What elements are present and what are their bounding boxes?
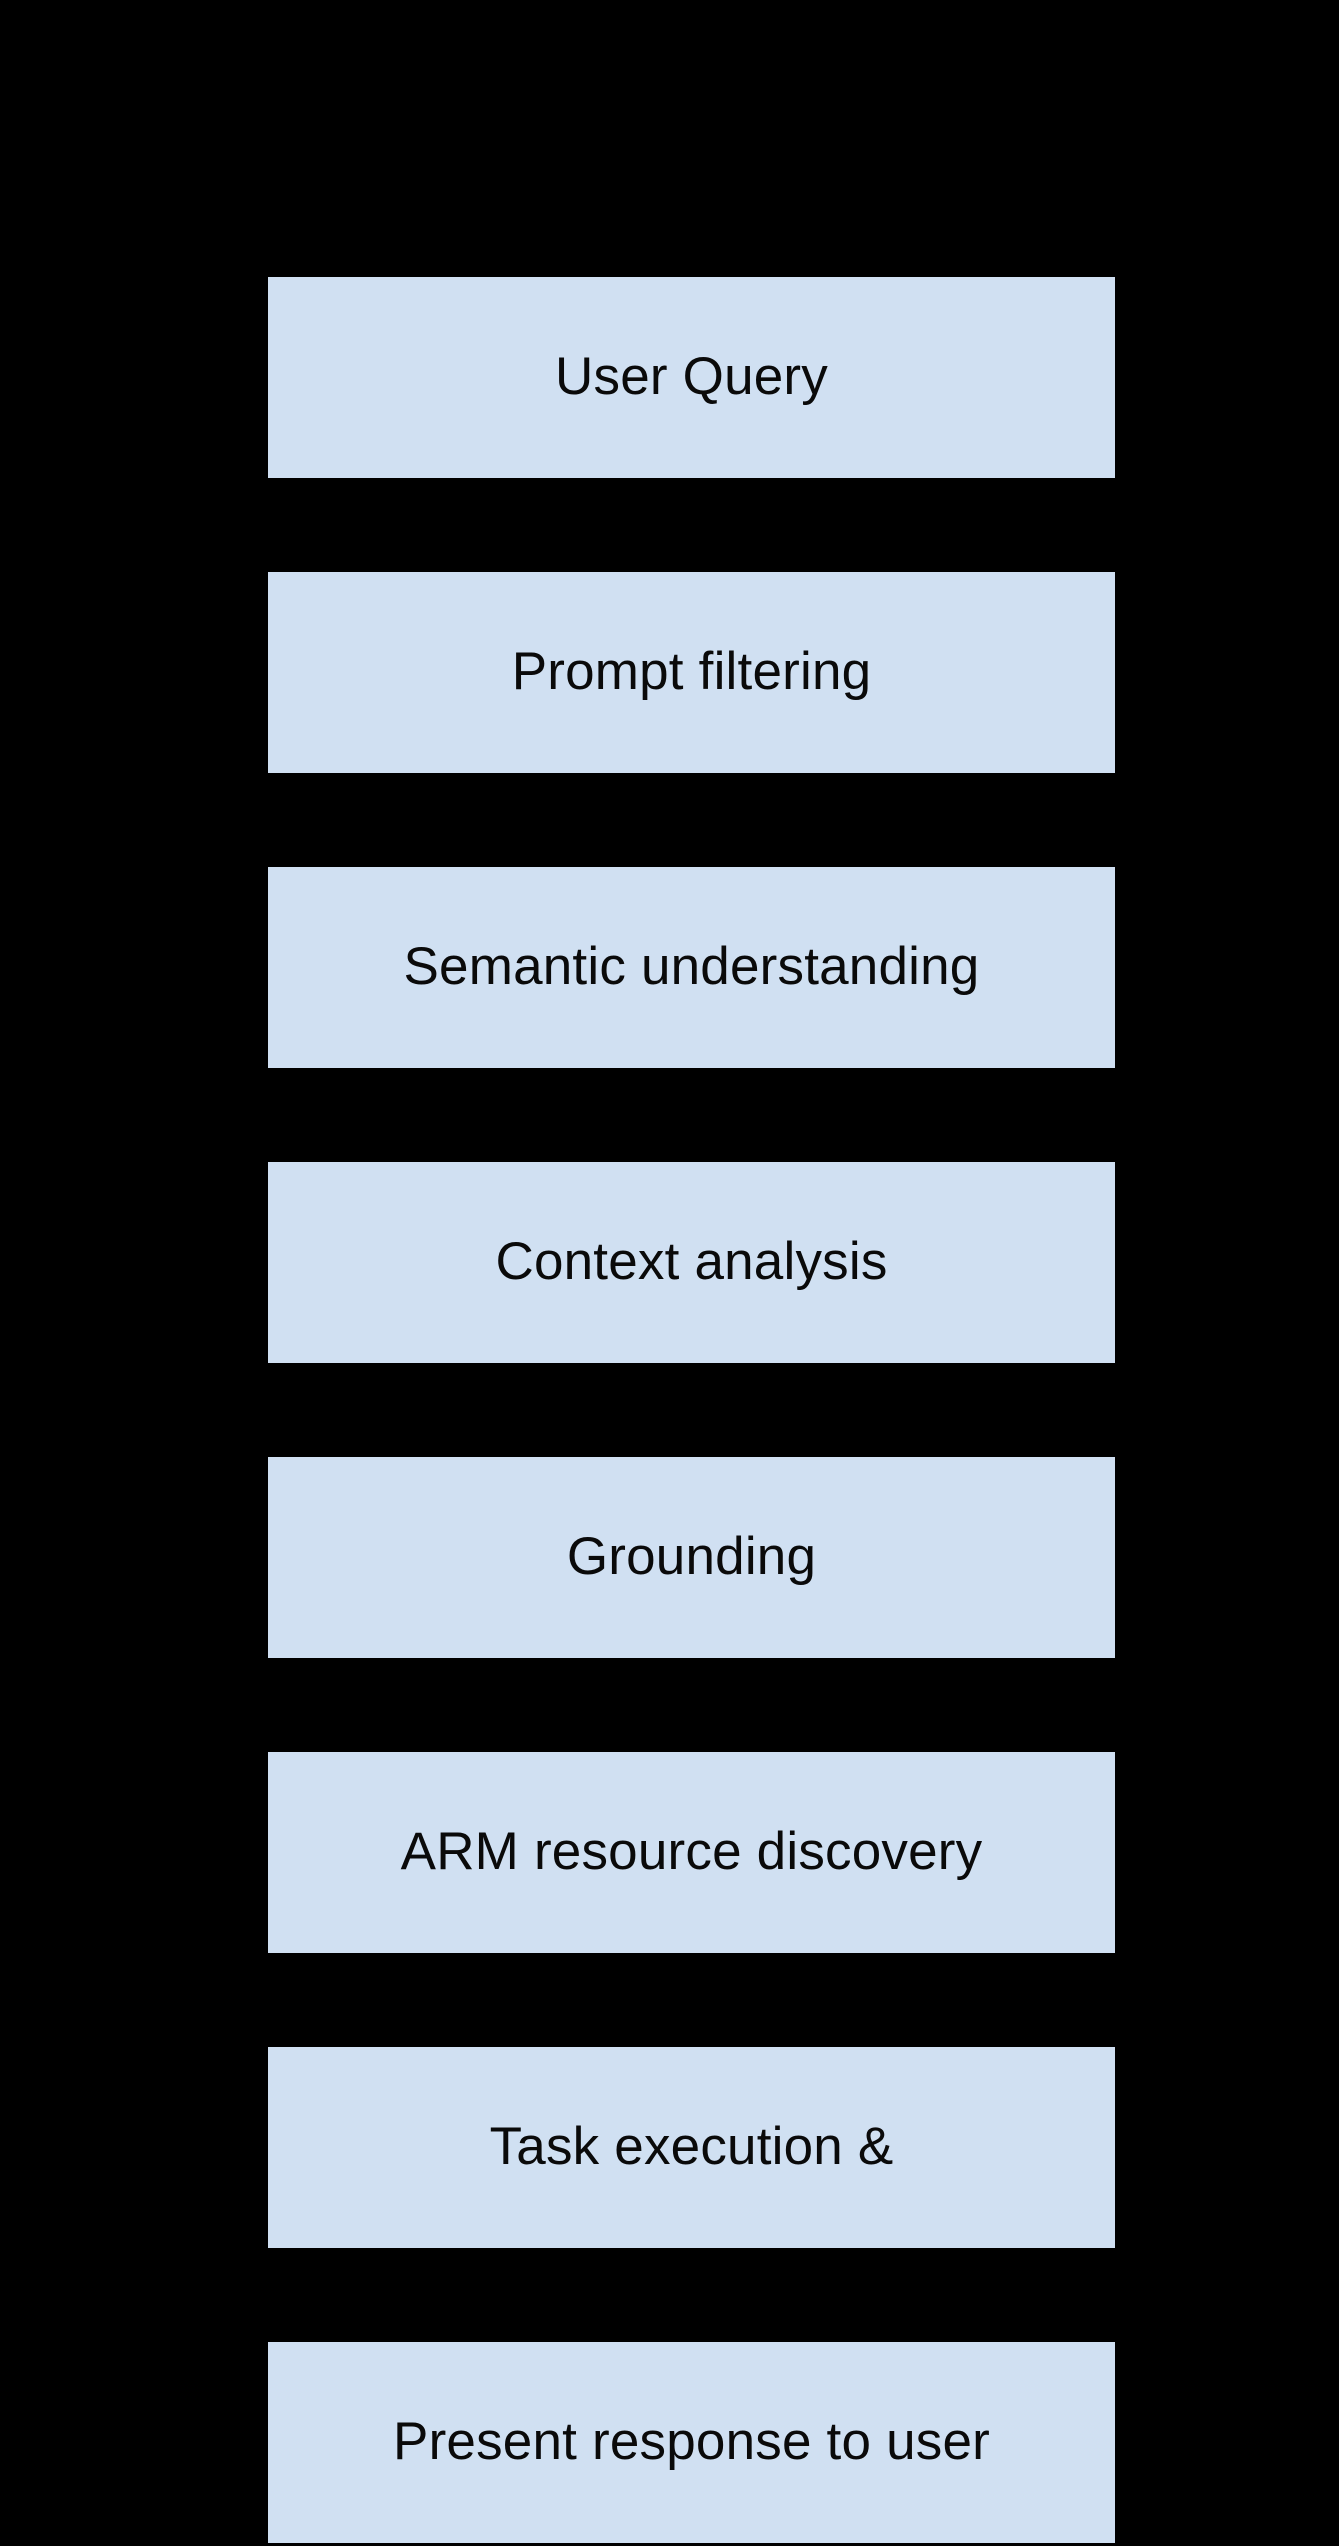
flow-node-task-execution[interactable]: Task execution & <box>268 2047 1115 2248</box>
flow-node-label: Present response to user <box>393 2412 990 2472</box>
flow-node-label: Task execution & <box>489 2117 894 2177</box>
flow-node-context-analysis[interactable]: Context analysis <box>268 1162 1115 1363</box>
flow-node-present-response[interactable]: Present response to user <box>268 2342 1115 2543</box>
flow-node-label: Semantic understanding <box>403 937 980 997</box>
flow-node-label: Context analysis <box>495 1232 888 1292</box>
flow-node-arm-resource-discovery[interactable]: ARM resource discovery <box>268 1752 1115 1953</box>
flow-node-label: User Query <box>555 347 828 407</box>
flow-node-grounding[interactable]: Grounding <box>268 1457 1115 1658</box>
flow-node-user-query[interactable]: User Query <box>268 277 1115 478</box>
flow-node-label: Grounding <box>566 1527 817 1587</box>
flow-node-label: ARM resource discovery <box>400 1822 983 1882</box>
flow-node-prompt-filtering[interactable]: Prompt filtering <box>268 572 1115 773</box>
flow-node-label: Prompt filtering <box>511 642 872 702</box>
flow-node-semantic-understanding[interactable]: Semantic understanding <box>268 867 1115 1068</box>
